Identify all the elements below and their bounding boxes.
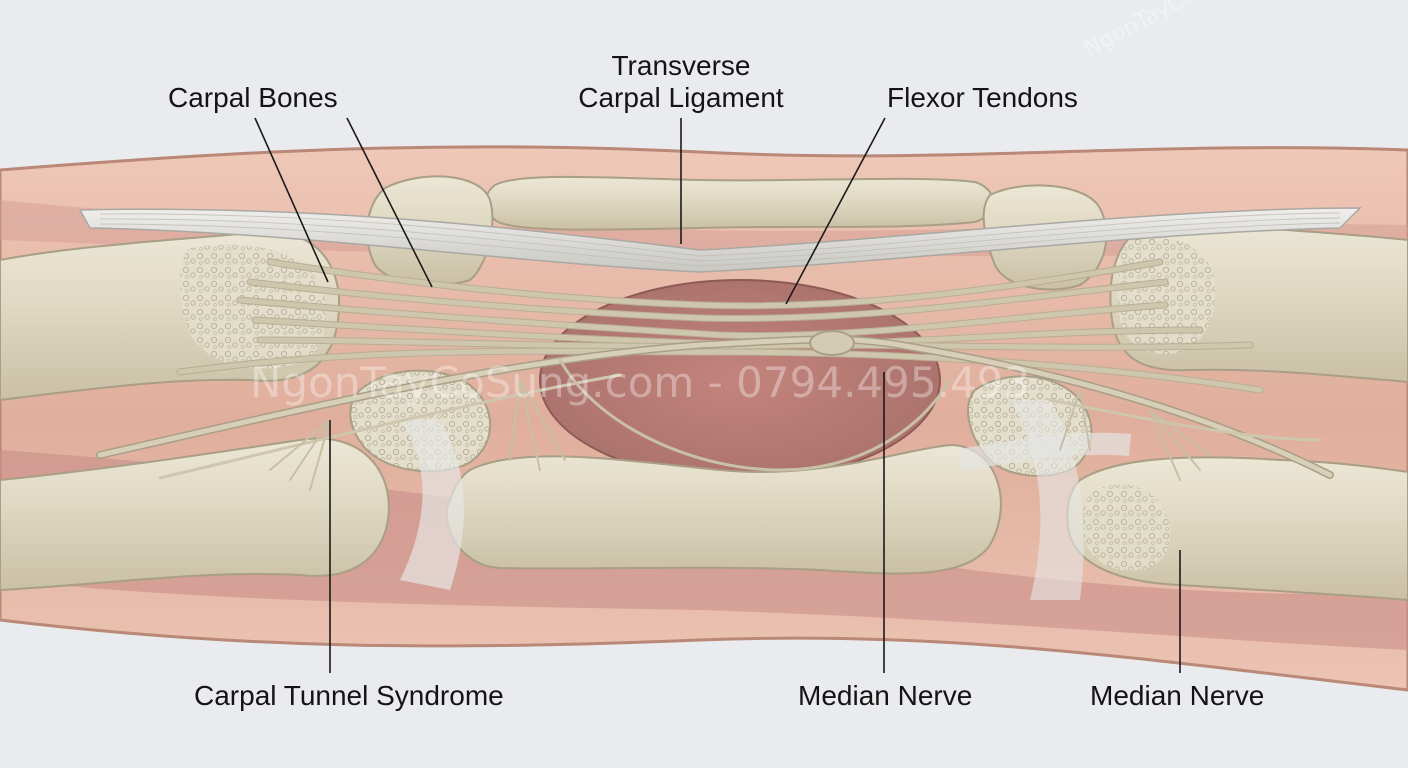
leader-flexor-tendons — [785, 117, 886, 305]
leader-carpal-bones-1 — [254, 117, 329, 283]
label-transverse-ligament: Transverse Carpal Ligament — [556, 50, 806, 114]
label-median-nerve-2: Median Nerve — [1090, 680, 1265, 711]
lower-carpal-bone-center — [446, 443, 1002, 575]
metacarpal-lower-spongy — [1081, 484, 1171, 571]
label-transverse-line2: Carpal Ligament — [578, 82, 784, 113]
fascia-left — [400, 420, 464, 590]
fascia-right-band — [958, 432, 1132, 471]
flexor-tendons — [176, 258, 1264, 394]
label-flexor-tendons: Flexor Tendons — [887, 82, 1078, 113]
label-carpal-tunnel-syndrome: Carpal Tunnel Syndrome — [194, 680, 504, 711]
metacarpal-spongy-area — [1117, 237, 1216, 355]
median-nerve — [96, 330, 1334, 480]
watermark-center: NgonTayCoSung.com - 0794.495.493 — [250, 358, 1031, 407]
label-carpal-bones: Carpal Bones — [168, 82, 338, 113]
label-transverse-line1: Transverse — [611, 50, 751, 81]
leader-carpal-bones-2 — [346, 117, 433, 288]
nerve-branches — [269, 379, 1211, 491]
upper-carpal-bone-center — [484, 175, 994, 231]
leader-lines — [254, 117, 1181, 673]
label-median-nerve-1: Median Nerve — [798, 680, 973, 711]
